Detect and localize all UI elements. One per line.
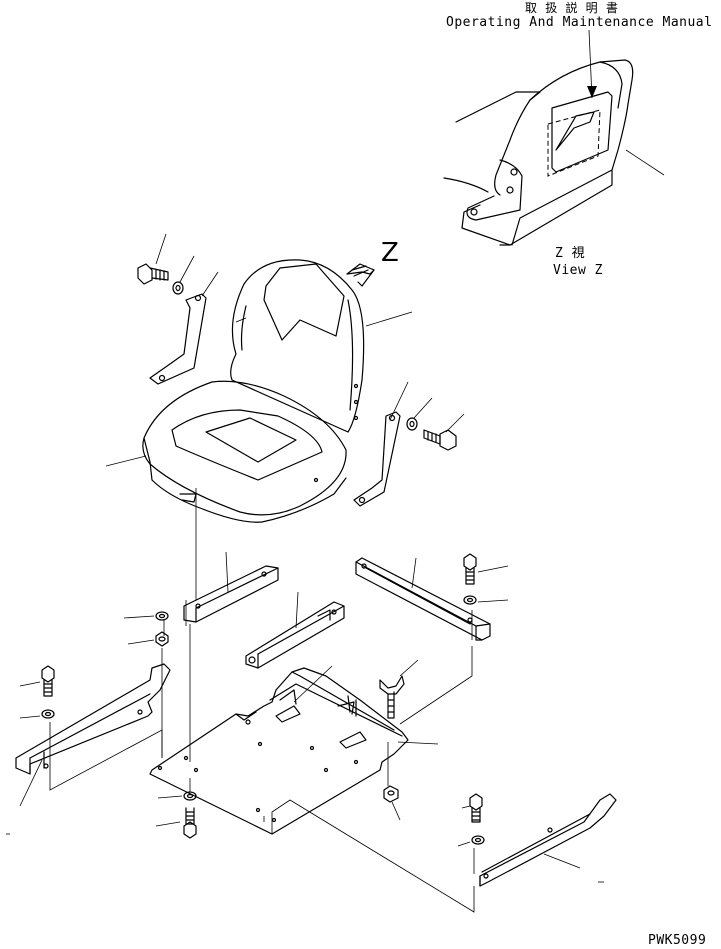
view-arrow-letter: Z xyxy=(381,238,400,268)
view-caption-jp: Z 視 xyxy=(555,246,586,261)
nut-base-right xyxy=(383,785,401,821)
bolt-washer-rail-right xyxy=(463,553,509,605)
drawing-number: PWK5099 xyxy=(648,933,707,948)
rail-upper-right xyxy=(355,557,491,641)
view-caption-en: View Z xyxy=(553,263,603,278)
base-plate xyxy=(149,665,439,835)
seat-bracket-left xyxy=(149,271,219,385)
bolt-washer-seat-right xyxy=(406,397,465,451)
slide-rail-right xyxy=(479,793,617,887)
rail-middle xyxy=(245,591,345,669)
wing-bolt xyxy=(379,659,419,719)
washer-nut-center-left xyxy=(123,611,169,647)
manual-label-en: Operating And Maintenance Manual xyxy=(446,15,713,30)
manual-label-jp: 取 扱 説 明 書 xyxy=(525,1,619,15)
bolt-washer-rail-left xyxy=(19,665,55,719)
slide-rail-left xyxy=(15,663,171,807)
view-arrow-icon xyxy=(346,263,375,287)
bolt-washer-seat-left xyxy=(137,233,195,295)
seat-bracket-right xyxy=(353,381,409,507)
view-z-seat-back xyxy=(443,29,665,246)
assembly-lines xyxy=(49,488,475,913)
rail-upper-left xyxy=(183,551,279,623)
bolt-washer-rail-bottom-right xyxy=(457,793,485,847)
seat-assembly xyxy=(105,259,413,523)
bolt-washer-base-bottom xyxy=(155,791,197,839)
